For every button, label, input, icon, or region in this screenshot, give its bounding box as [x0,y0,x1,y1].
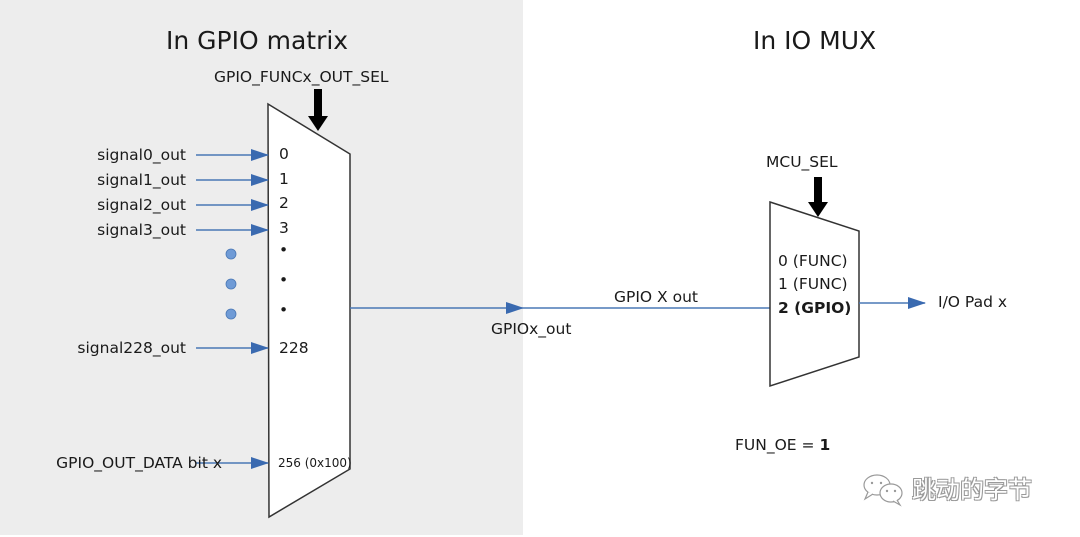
gpio-select-arrow [308,89,328,131]
gpio-func-out-sel-label: GPIO_FUNCx_OUT_SEL [214,68,389,86]
mux-port-256: 256 (0x100) [278,456,352,470]
io-pad-label: I/O Pad x [938,293,1008,311]
gpio-matrix-mux [267,102,351,519]
mux-port-ellipsis: • [279,301,289,319]
mux-port-ellipsis: • [279,241,289,259]
mcu-select-arrow [808,177,828,217]
input-label-signal1: signal1_out [97,171,186,189]
gpio-matrix-title: In GPIO matrix [166,26,349,55]
wechat-icon [863,474,903,507]
input-label-signal228: signal228_out [77,339,186,357]
mcu-sel-label: MCU_SEL [766,153,838,171]
io-mux-port-0: 0 (FUNC) [778,252,848,270]
input-label-signal3: signal3_out [97,221,186,239]
mux-port-ellipsis: • [279,271,289,289]
io-mux-port-2: 2 (GPIO) [778,299,852,317]
input-label-gpio-out-data: GPIO_OUT_DATA bit x [56,454,222,472]
gpiox-out-label: GPIOx_out [491,320,572,338]
io-mux-title: In IO MUX [753,26,877,55]
io-mux-port-1: 1 (FUNC) [778,275,848,293]
mux-port-2: 2 [279,194,289,212]
fun-oe-text: FUN_OE = [735,436,820,454]
mux-port-1: 1 [279,170,289,188]
ellipsis-dot [225,248,237,260]
gpio-x-out-label: GPIO X out [614,288,698,306]
watermark-text: 跳动的字节 [912,476,1032,504]
fun-oe-value: 1 [819,436,831,454]
io-mux [769,200,860,388]
ellipsis-dot [225,278,237,290]
gpio-matrix-panel [0,0,523,535]
ellipsis-dot [225,308,237,320]
fun-oe-label: FUN_OE = 1 [735,436,831,454]
input-label-signal0: signal0_out [97,146,186,164]
mux-port-0: 0 [279,145,289,163]
mux-port-228: 228 [279,339,309,357]
input-label-signal2: signal2_out [97,196,186,214]
mux-port-3: 3 [279,219,289,237]
